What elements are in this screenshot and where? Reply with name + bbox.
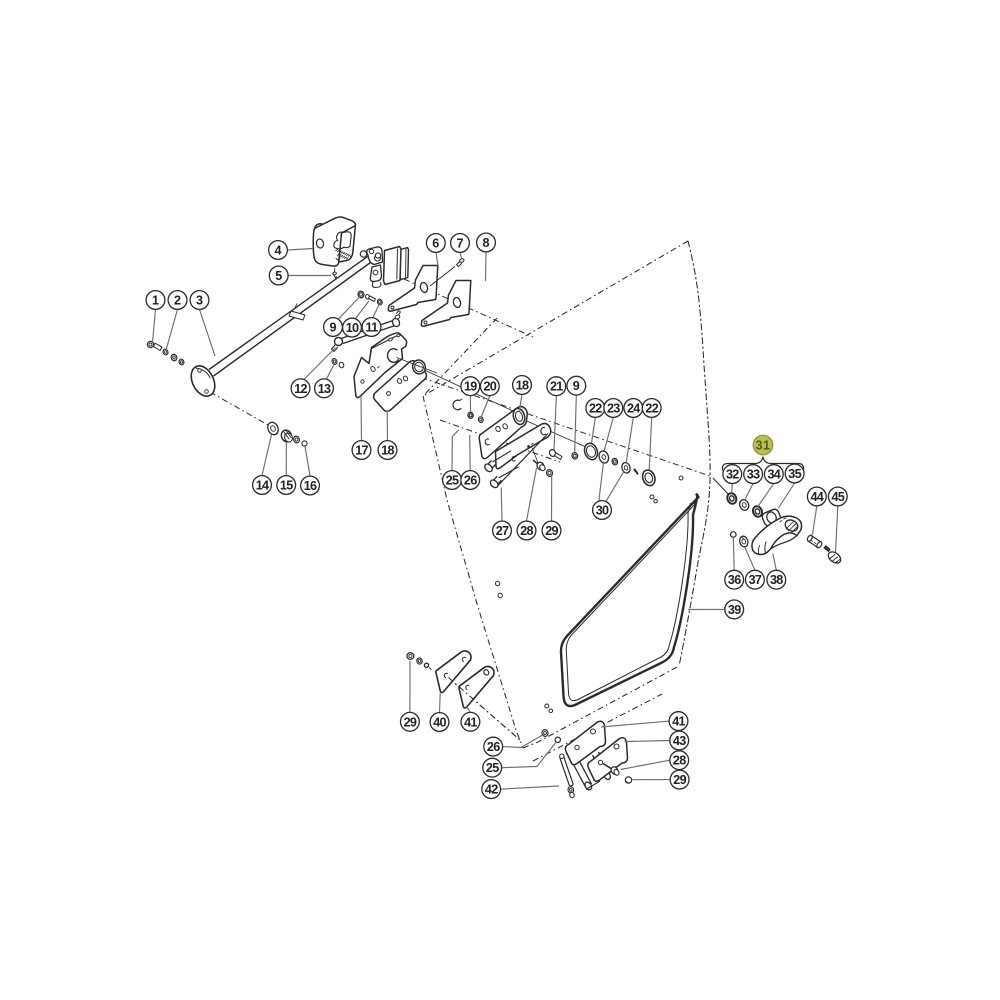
svg-text:14: 14 [256,479,269,493]
svg-text:13: 13 [318,382,331,396]
svg-text:9: 9 [573,379,580,393]
svg-text:12: 12 [294,382,307,396]
svg-text:35: 35 [788,467,801,481]
svg-text:28: 28 [520,524,533,538]
svg-text:23: 23 [607,402,620,416]
svg-text:4: 4 [274,244,281,258]
svg-text:22: 22 [589,402,602,416]
svg-text:36: 36 [728,573,741,587]
svg-text:18: 18 [516,379,529,393]
svg-text:43: 43 [673,734,686,748]
svg-text:32: 32 [726,468,739,482]
svg-text:25: 25 [446,474,459,488]
svg-text:8: 8 [482,236,489,250]
svg-text:2: 2 [174,294,181,308]
svg-text:26: 26 [487,740,500,754]
svg-text:5: 5 [275,269,282,283]
svg-text:30: 30 [596,504,609,518]
svg-text:27: 27 [496,524,509,538]
svg-text:44: 44 [810,490,823,504]
svg-text:40: 40 [433,716,446,730]
svg-text:41: 41 [464,715,477,729]
svg-text:26: 26 [464,474,477,488]
svg-text:1: 1 [152,294,159,308]
svg-text:3: 3 [196,294,203,308]
svg-text:41: 41 [672,715,685,729]
svg-text:31: 31 [755,439,770,453]
svg-text:34: 34 [767,468,780,482]
svg-text:10: 10 [346,321,359,335]
svg-text:22: 22 [645,402,658,416]
svg-text:37: 37 [749,573,762,587]
svg-text:17: 17 [355,444,368,458]
svg-text:20: 20 [483,380,496,394]
svg-text:15: 15 [280,479,293,493]
svg-text:29: 29 [545,524,558,538]
svg-text:33: 33 [747,468,760,482]
svg-text:19: 19 [464,380,477,394]
svg-text:18: 18 [381,444,394,458]
svg-text:42: 42 [485,783,498,797]
svg-text:38: 38 [770,573,783,587]
svg-text:6: 6 [432,237,439,251]
svg-text:16: 16 [304,479,317,493]
svg-text:11: 11 [366,321,379,335]
svg-text:29: 29 [673,773,686,787]
svg-text:28: 28 [673,754,686,768]
svg-text:7: 7 [456,237,463,251]
svg-text:45: 45 [831,490,844,504]
svg-text:29: 29 [404,715,417,729]
svg-text:39: 39 [728,603,741,617]
svg-text:21: 21 [550,380,563,394]
svg-text:24: 24 [627,402,640,416]
svg-text:9: 9 [329,321,336,335]
svg-text:25: 25 [486,761,499,775]
